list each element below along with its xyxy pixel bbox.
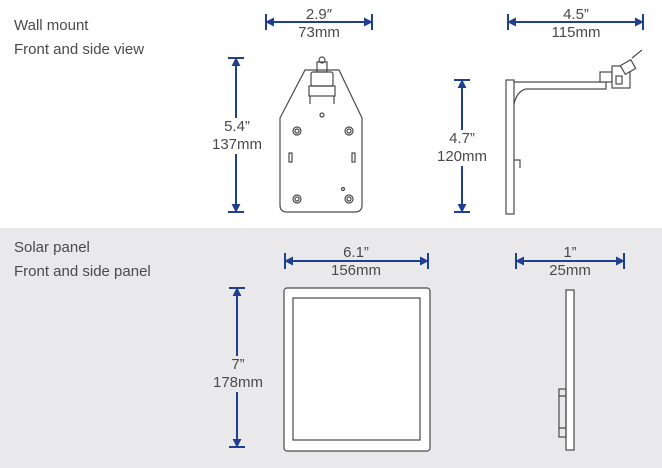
solar-side-depth-metric: 25mm (549, 262, 591, 279)
wall-side-depth-metric: 115mm (551, 24, 601, 41)
solar-side-depth-imperial: 1” (563, 244, 577, 261)
wall-side-height-imperial: 4.7” (449, 130, 475, 147)
solar-side-depth-label: 1” 25mm (538, 244, 602, 280)
wall-side-height-metric: 120mm (436, 148, 488, 165)
wall-front-width-label: 2.9″ 73mm (284, 6, 354, 42)
wall-front-height-imperial: 5.4” (224, 118, 250, 135)
solar-front-height-label: 7” 178mm (197, 356, 279, 392)
wall-side-depth-imperial: 4.5” (563, 6, 589, 23)
wall-mount-side-drawing (505, 49, 643, 215)
wall-front-height-label: 5.4” 137mm (196, 118, 278, 154)
solar-front-height-metric: 178mm (212, 374, 264, 391)
solar-front-width-metric: 156mm (330, 262, 382, 279)
wall-mount-front-drawing (279, 56, 363, 213)
wall-front-height-metric: 137mm (211, 136, 263, 153)
wall-front-width-imperial: 2.9″ (305, 6, 333, 23)
solar-panel-side-drawing (558, 289, 575, 451)
wall-mount-title: Wall mount (14, 17, 89, 34)
solar-front-width-label: 6.1” 156mm (316, 244, 396, 280)
wall-side-depth-label: 4.5” 115mm (536, 6, 616, 42)
solar-front-width-imperial: 6.1” (343, 244, 369, 261)
solar-panel-front-drawing (283, 287, 431, 452)
solar-front-height-imperial: 7” (231, 356, 245, 373)
wall-side-height-label: 4.7” 120mm (420, 130, 504, 166)
solar-panel-title: Solar panel (14, 239, 90, 256)
solar-panel-subtitle: Front and side panel (14, 263, 151, 280)
wall-mount-subtitle: Front and side view (14, 41, 145, 58)
wall-front-width-metric: 73mm (298, 24, 340, 41)
